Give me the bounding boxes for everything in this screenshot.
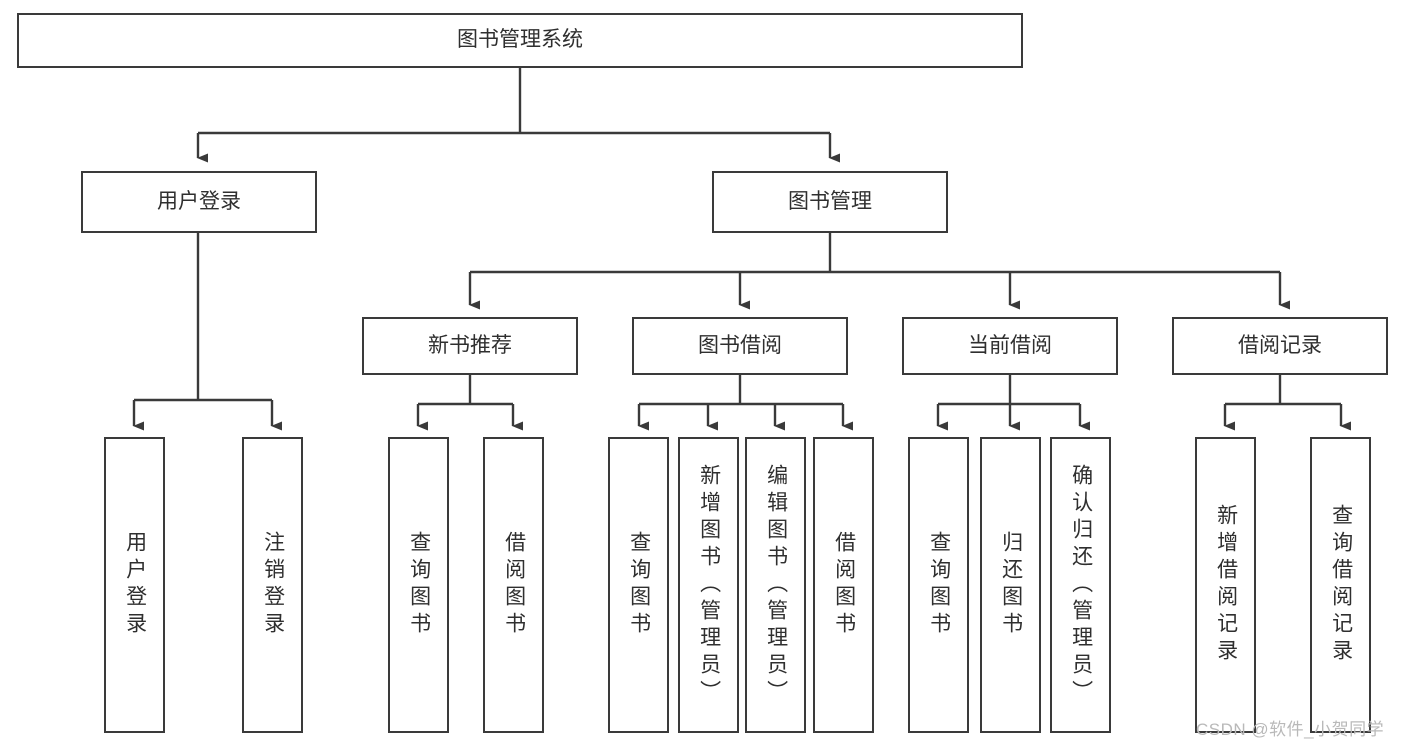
node-new-book-recommend[interactable]: 新书推荐 <box>362 317 578 375</box>
node-label: 查询借阅记录 <box>1329 504 1353 666</box>
node-label: 图书管理 <box>788 189 872 213</box>
node-label: 归还图书 <box>999 531 1023 639</box>
leaf-add-borrow-record[interactable]: 新增借阅记录 <box>1195 437 1256 733</box>
node-label: 新增图书（管理员） <box>697 463 721 707</box>
node-label: 查询图书 <box>627 531 651 639</box>
node-book-management[interactable]: 图书管理 <box>712 171 948 233</box>
node-label: 借阅图书 <box>832 531 856 639</box>
node-label: 用户登录 <box>123 531 147 639</box>
node-book-borrow[interactable]: 图书借阅 <box>632 317 848 375</box>
node-label: 查询图书 <box>927 531 951 639</box>
leaf-confirm-return-admin[interactable]: 确认归还（管理员） <box>1050 437 1111 733</box>
csdn-watermark: CSDN @软件_小贺同学 <box>1196 720 1385 739</box>
leaf-borrow-book-recommend[interactable]: 借阅图书 <box>483 437 544 733</box>
node-borrow-record[interactable]: 借阅记录 <box>1172 317 1388 375</box>
node-root-book-management-system[interactable]: 图书管理系统 <box>17 13 1023 68</box>
leaf-query-book-current[interactable]: 查询图书 <box>908 437 969 733</box>
node-label: 图书借阅 <box>698 333 782 357</box>
leaf-logout[interactable]: 注销登录 <box>242 437 303 733</box>
node-user-login[interactable]: 用户登录 <box>81 171 317 233</box>
leaf-user-login[interactable]: 用户登录 <box>104 437 165 733</box>
node-label: 新书推荐 <box>428 333 512 357</box>
node-label: 借阅记录 <box>1238 333 1322 357</box>
node-label: 新增借阅记录 <box>1214 504 1238 666</box>
node-label: 编辑图书（管理员） <box>764 463 788 707</box>
leaf-borrow-book[interactable]: 借阅图书 <box>813 437 874 733</box>
leaf-query-book-borrow[interactable]: 查询图书 <box>608 437 669 733</box>
leaf-add-book-admin[interactable]: 新增图书（管理员） <box>678 437 739 733</box>
node-label: 借阅图书 <box>502 531 526 639</box>
node-label: 注销登录 <box>261 531 285 639</box>
node-label: 当前借阅 <box>968 333 1052 357</box>
node-label: 确认归还（管理员） <box>1069 463 1093 707</box>
node-label: 查询图书 <box>407 531 431 639</box>
leaf-return-book[interactable]: 归还图书 <box>980 437 1041 733</box>
leaf-edit-book-admin[interactable]: 编辑图书（管理员） <box>745 437 806 733</box>
node-label: 用户登录 <box>157 189 241 213</box>
leaf-query-borrow-record[interactable]: 查询借阅记录 <box>1310 437 1371 733</box>
leaf-query-book-recommend[interactable]: 查询图书 <box>388 437 449 733</box>
node-current-borrow[interactable]: 当前借阅 <box>902 317 1118 375</box>
node-label: 图书管理系统 <box>457 28 583 52</box>
